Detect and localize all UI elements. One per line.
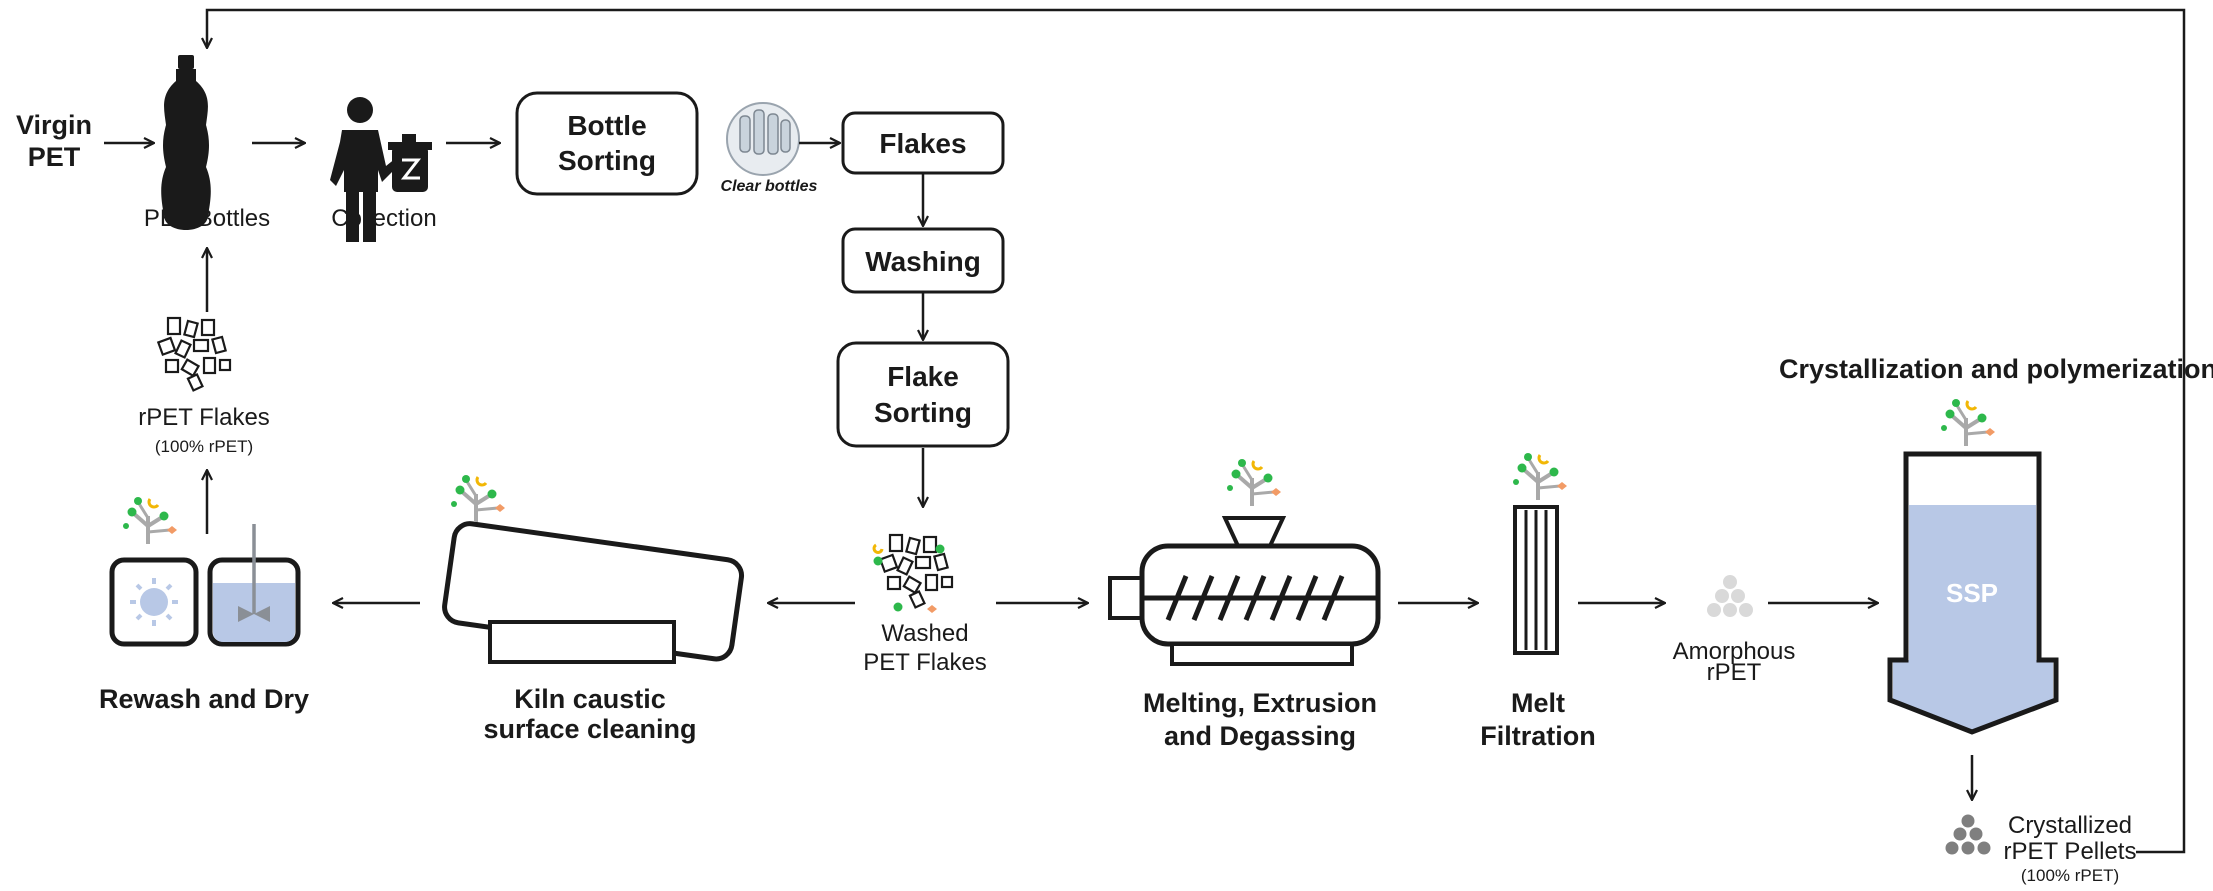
kiln-icon bbox=[442, 521, 745, 664]
filtration-line2: Filtration bbox=[1480, 721, 1596, 751]
crystallization-title: Crystallization and polymerization bbox=[1779, 354, 2213, 384]
flakes-label: Flakes bbox=[879, 128, 966, 159]
washed-flakes-line1: Washed bbox=[881, 620, 968, 647]
flake-sorting-line1: Flake bbox=[887, 361, 959, 392]
melting-line1: Melting, Extrusion bbox=[1143, 688, 1377, 718]
extruder-molecule-icon bbox=[1225, 457, 1283, 508]
rpet-flakes-icon bbox=[157, 316, 232, 392]
bottle-sorting-line1: Bottle bbox=[567, 110, 646, 141]
rewash-label: Rewash and Dry bbox=[99, 684, 309, 714]
kiln-line2: surface cleaning bbox=[483, 714, 696, 744]
rewash-tank bbox=[207, 524, 301, 647]
rpet-flakes-line2: (100% rPET) bbox=[155, 437, 253, 456]
person-trash-icon bbox=[330, 97, 432, 242]
pet-bottles-label: PET Bottles bbox=[144, 205, 270, 232]
washing-box: Washing bbox=[841, 227, 1005, 294]
melting-line2: and Degassing bbox=[1164, 721, 1356, 751]
crystallized-line1: Crystallized bbox=[2008, 812, 2132, 839]
ssp-reactor bbox=[1887, 451, 2059, 735]
rpet-flakes-line1: rPET Flakes bbox=[138, 404, 270, 431]
virgin-pet-line1: Virgin bbox=[16, 110, 92, 140]
flakes-box: Flakes bbox=[841, 111, 1005, 175]
collection-label: Collection bbox=[331, 205, 436, 232]
crystallized-pellets-icon bbox=[1945, 814, 1991, 855]
bottle-sorting-box: Bottle Sorting bbox=[515, 91, 699, 196]
washed-flakes-line2: PET Flakes bbox=[863, 649, 987, 676]
rewash-molecule-icon bbox=[121, 495, 179, 546]
ssp-label: SSP bbox=[1946, 578, 1998, 608]
washing-label: Washing bbox=[865, 246, 981, 277]
flake-sorting-line2: Sorting bbox=[874, 397, 972, 428]
arrow-loop-to-bottles bbox=[207, 8, 2186, 854]
amorphous-line1: Amorphous bbox=[1673, 638, 1796, 665]
bottles-photo-icon bbox=[726, 102, 800, 176]
filter-molecule-icon bbox=[1511, 451, 1569, 502]
amorphous-pellets-icon bbox=[1707, 575, 1753, 617]
virgin-pet-line2: PET bbox=[28, 142, 81, 172]
kiln-molecule-icon bbox=[449, 473, 507, 524]
kiln-line1: Kiln caustic bbox=[514, 684, 666, 714]
washed-flakes-icon bbox=[872, 533, 954, 613]
dryer-tank bbox=[109, 557, 199, 647]
ssp-molecule-icon bbox=[1939, 397, 1997, 448]
filter-icon bbox=[1513, 505, 1559, 655]
filtration-line1: Melt bbox=[1511, 688, 1565, 718]
bottle-sorting-line2: Sorting bbox=[558, 145, 656, 176]
crystallized-line2: rPET Pellets bbox=[2004, 838, 2137, 865]
amorphous-line2: rPET bbox=[1707, 659, 1762, 686]
stirrer-icon bbox=[238, 524, 270, 622]
virgin-pet-label: Virgin PET bbox=[16, 110, 92, 172]
flake-sorting-box: Flake Sorting bbox=[836, 341, 1010, 448]
extruder-icon bbox=[1108, 516, 1381, 666]
sun-icon bbox=[130, 578, 178, 626]
clear-bottles-label: Clear bottles bbox=[721, 178, 818, 195]
bottle-icon bbox=[161, 55, 211, 230]
crystallized-line3: (100% rPET) bbox=[2021, 866, 2119, 885]
